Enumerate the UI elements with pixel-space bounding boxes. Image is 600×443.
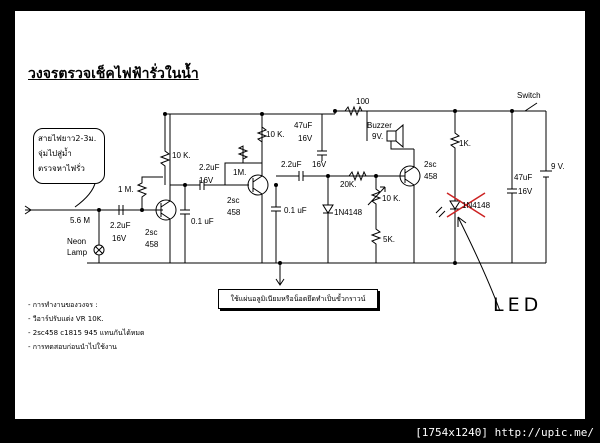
variable-resistor-10k [367,176,386,221]
capacitor-47uf-b [507,111,517,263]
resistor-1m-q2 [224,145,262,185]
schematic-paper: วงจรตรวจเช็คไฟฟ้ารั่วในน้ำ [15,11,585,419]
resistor-5k [370,221,382,263]
transistor-q1 [155,199,177,221]
led-pointer-arrow [457,216,501,312]
label-switch: Switch [517,91,541,100]
label-diode-b: 1N4148 [462,201,491,210]
label-q-458-b: 458 [227,208,241,217]
label-r-1m-b: 1 M. [118,185,134,194]
resistor-10k-q2 [256,114,268,151]
label-r-10k-c: 10 K. [382,194,401,203]
label-q-2sc-c: 2sc [145,228,157,237]
notes-list: - การทำงานของวงจร : - วีอาร์ปรับแต่ง VR … [28,298,145,354]
watermark-text: [1754x1240] http://upic.me/ [415,426,594,439]
label-neon-a: Neon [67,237,86,246]
label-c-47uf-a: 47uF [294,121,312,130]
callout-line-3: ตรวจหาไฟรั่ว [38,164,85,173]
capacitor-01uf-b [271,185,281,263]
note-item: - การทำงานของวงจร : [28,301,98,309]
note-item: - วีอาร์ปรับแต่ง VR 10K. [28,315,104,323]
diagram-title: วงจรตรวจเช็คไฟฟ้ารั่วในน้ำ [28,66,199,82]
resistor-1m-body [136,176,163,210]
probe-tip [24,205,32,215]
label-c-01uf-a: 0.1 uF [191,217,214,226]
label-q-2sc-a: 2sc [424,160,436,169]
label-v-16-c: 16V [312,160,327,169]
circuit-schematic: 100 Switch 47uF 16V Buzzer 9V. 1K. 10 K.… [24,91,565,312]
label-r-56m: 5.6 M [70,216,90,225]
power-switch [512,102,546,112]
cross-out-mark [446,192,486,218]
label-r-20k: 20K. [340,180,356,189]
label-neon-b: Lamp [67,248,88,257]
label-buzzer: Buzzer [367,121,392,130]
capacitor-47uf-a [317,114,327,161]
label-diode-a: 1N4148 [334,208,363,217]
label-q-2sc-b: 2sc [227,196,239,205]
resistor-10k-q1 [159,114,171,185]
label-c-22uf-c: 2.2uF [110,221,131,230]
label-c-22uf-b: 2.2uF [281,160,302,169]
label-r-10k-a: 10 K. [172,151,191,160]
label-q-458-c: 458 [145,240,159,249]
junction-dots [97,109,514,265]
label-v-16-e: 16V [112,234,127,243]
label-c-22uf-a: 2.2uF [199,163,220,172]
transistor-q2 [247,174,269,196]
label-r-1m-a: 1M. [233,168,246,177]
callout-line-2: จุ่มไปสู่ม้ำ [38,149,72,158]
label-buzzer-v: 9V. [372,132,383,141]
note-item: - 2sc458 c1815 945 แทนกันได้หมด [28,329,145,337]
resistor-1k-right [449,111,461,201]
label-c-47uf-b: 47uF [514,173,532,182]
label-q-458-a: 458 [424,172,438,181]
callout-line-1: สายไฟยาว2-3ม. [38,134,97,143]
battery-9v [540,111,552,263]
label-c-01uf-b: 0.1 uF [284,206,307,215]
label-batt-9v: 9 V. [551,162,565,171]
resistor-100 [334,105,368,141]
diode-1n4148 [322,176,334,263]
note-item: - การทดสอบก่อนนำไปใช้งาน [28,343,117,351]
ground-plate-note: ใช้แผ่นอลูมิเนียมหรือน็อตยึดทำเป็นขั้วกร… [218,289,378,309]
label-r-5k: 5K. [383,235,395,244]
label-r-10k-b: 10 K. [266,130,285,139]
resistor-20k [343,170,375,182]
buzzer-symbol [386,123,404,149]
label-v-16-a: 16V [298,134,313,143]
label-v-16-b: 16V [199,176,214,185]
label-r-1k-right: 1K. [459,139,471,148]
probe-callout: สายไฟยาว2-3ม. จุ่มไปสู่ม้ำ ตรวจหาไฟรั่ว [33,128,105,184]
capacitor-01uf-a [180,185,190,263]
neon-lamp-symbol [93,244,105,256]
label-r-100: 100 [356,97,370,106]
capacitor-input [118,205,124,215]
led-handwritten-label: LED [493,294,543,316]
label-v-16-d: 16V [518,187,533,196]
